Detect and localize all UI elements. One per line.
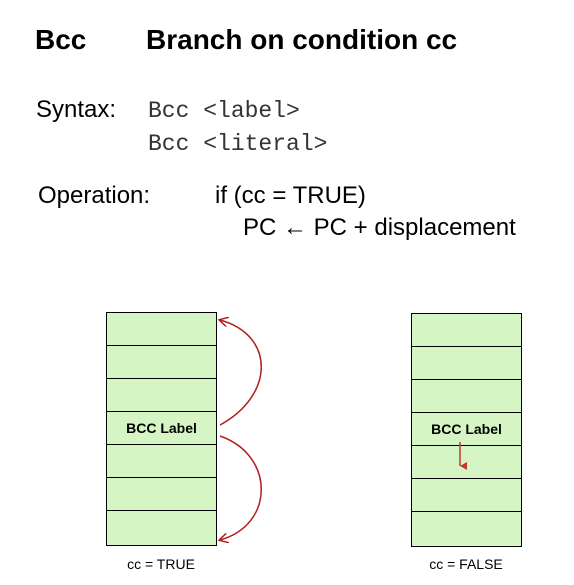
branch-arrow-up [220,320,262,426]
syntax-line-literal: Bcc <literal> [148,131,328,157]
memory-cell [412,347,521,380]
memory-cell-bcc-label: BCC Label [412,413,521,446]
caption-cc-false: cc = FALSE [429,556,503,572]
memory-cell [107,313,216,346]
memory-cell-bcc-label: BCC Label [107,412,216,445]
caption-cc-true: cc = TRUE [127,556,195,572]
operation-condition: if (cc = TRUE) [215,182,366,209]
memory-cell [107,379,216,412]
instruction-title: Branch on condition cc [146,24,458,55]
memory-stack-false: BCC Label [411,313,522,547]
syntax-label: Syntax: [36,96,117,123]
memory-cell [107,478,216,511]
instruction-mnemonic: Bcc [35,24,87,55]
syntax-line-label: Bcc <label> [148,98,300,124]
operation-label: Operation: [38,182,151,209]
memory-cell [107,346,216,379]
operation-action: PC ← PC + displacement [243,214,516,241]
memory-stack-true: BCC Label [106,312,217,546]
memory-cell [412,479,521,512]
memory-cell [412,314,521,347]
memory-cell [412,380,521,413]
memory-cell [107,445,216,478]
memory-cell [412,446,521,479]
branch-arrow-down [220,435,262,540]
